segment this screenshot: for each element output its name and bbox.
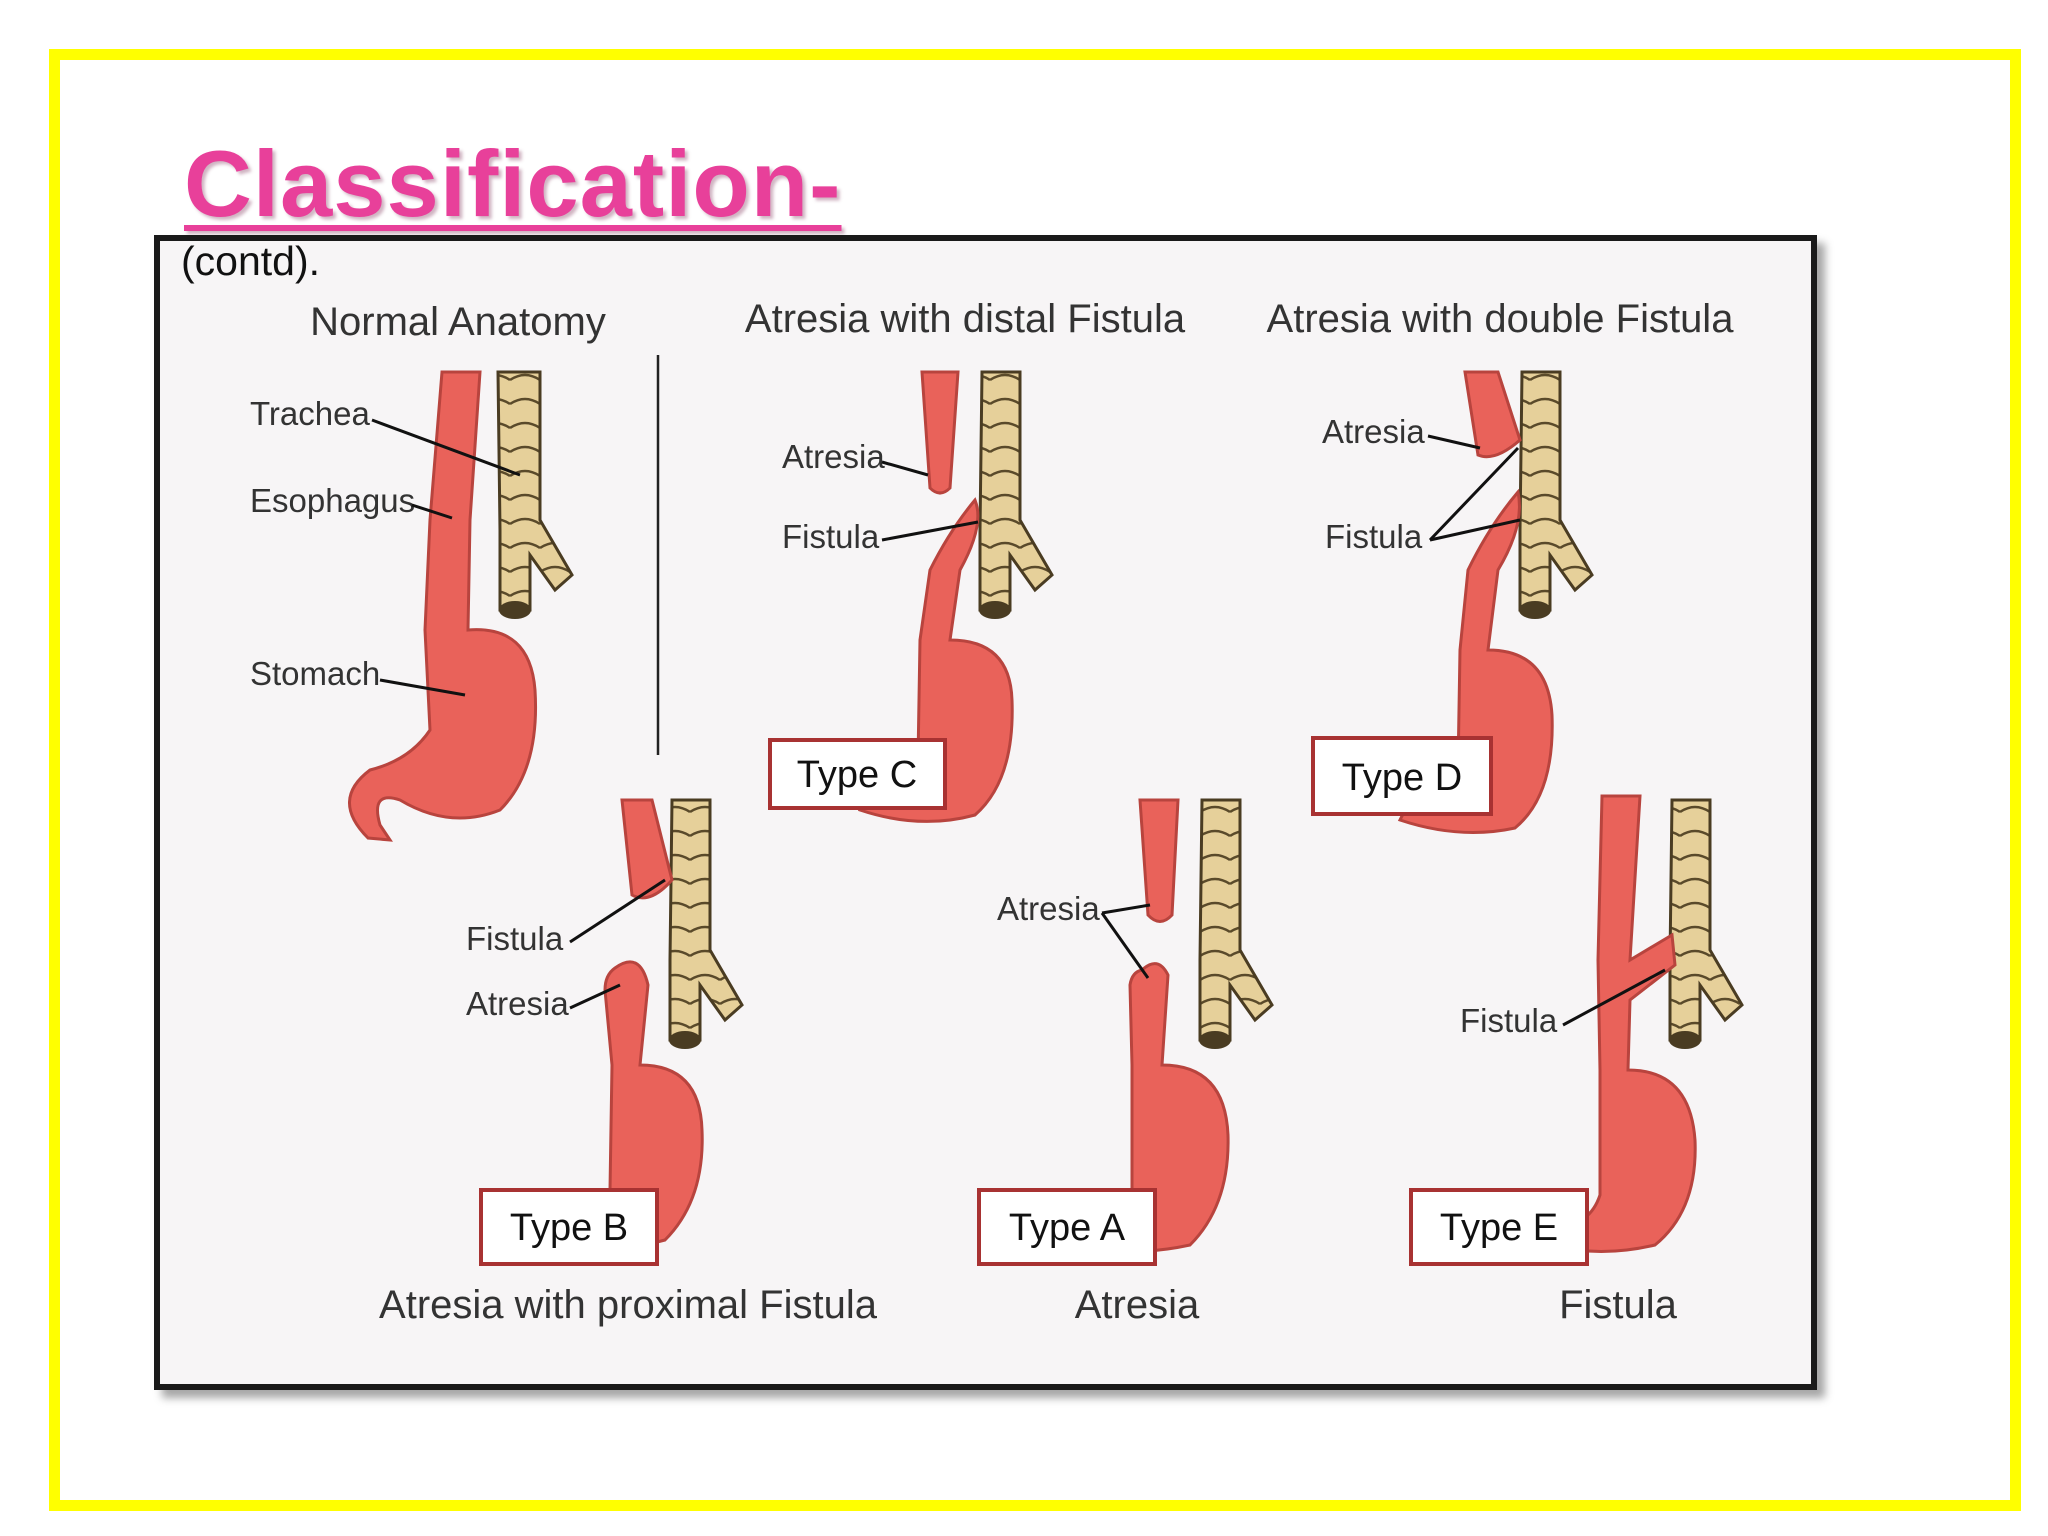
label-trachea: Trachea: [250, 395, 370, 432]
panel-normal-anatomy: Normal Anatomy Trachea Esophagus Stomach: [250, 300, 606, 842]
panel-type-e: Fistula Type E Fistula: [1409, 794, 1744, 1327]
label-type-b-fistula: Fistula: [466, 920, 564, 957]
badge-type-a: Type A: [1009, 1207, 1126, 1249]
panel-type-c: Atresia with distal Fistula Atresia Fist…: [745, 297, 1186, 823]
panel-type-d: Atresia with double Fistula Atresia Fist…: [1267, 297, 1735, 834]
heading-type-b: Atresia with proximal Fistula: [379, 1283, 878, 1327]
heading-normal-anatomy: Normal Anatomy: [310, 300, 606, 344]
heading-type-c: Atresia with distal Fistula: [745, 297, 1186, 341]
label-type-d-atresia: Atresia: [1322, 413, 1425, 450]
slide-title: Classification-: [184, 131, 842, 236]
heading-type-e: Fistula: [1559, 1283, 1678, 1327]
slide-border: [49, 49, 2021, 1511]
trachea-shape: [496, 370, 574, 619]
badge-type-e: Type E: [1440, 1207, 1558, 1249]
label-type-e-fistula: Fistula: [1460, 1002, 1558, 1039]
label-stomach: Stomach: [250, 655, 380, 692]
heading-type-a: Atresia: [1075, 1283, 1200, 1327]
label-type-b-atresia: Atresia: [466, 985, 569, 1022]
badge-type-b: Type B: [510, 1207, 628, 1249]
esophagus-stomach-shape: [348, 370, 538, 842]
panel-type-a: Atresia Type A Atresia: [977, 798, 1274, 1327]
label-type-a-atresia: Atresia: [997, 890, 1100, 927]
label-type-c-atresia: Atresia: [782, 438, 885, 475]
slide-subtitle: (contd).: [181, 238, 320, 284]
label-type-d-fistula: Fistula: [1325, 518, 1423, 555]
panel-type-b: Fistula Atresia Type B Atresia with prox…: [379, 798, 878, 1327]
label-esophagus: Esophagus: [250, 482, 415, 519]
badge-type-c: Type C: [797, 754, 917, 796]
badge-type-d: Type D: [1342, 757, 1462, 799]
heading-type-d: Atresia with double Fistula: [1267, 297, 1735, 341]
label-type-c-fistula: Fistula: [782, 518, 880, 555]
